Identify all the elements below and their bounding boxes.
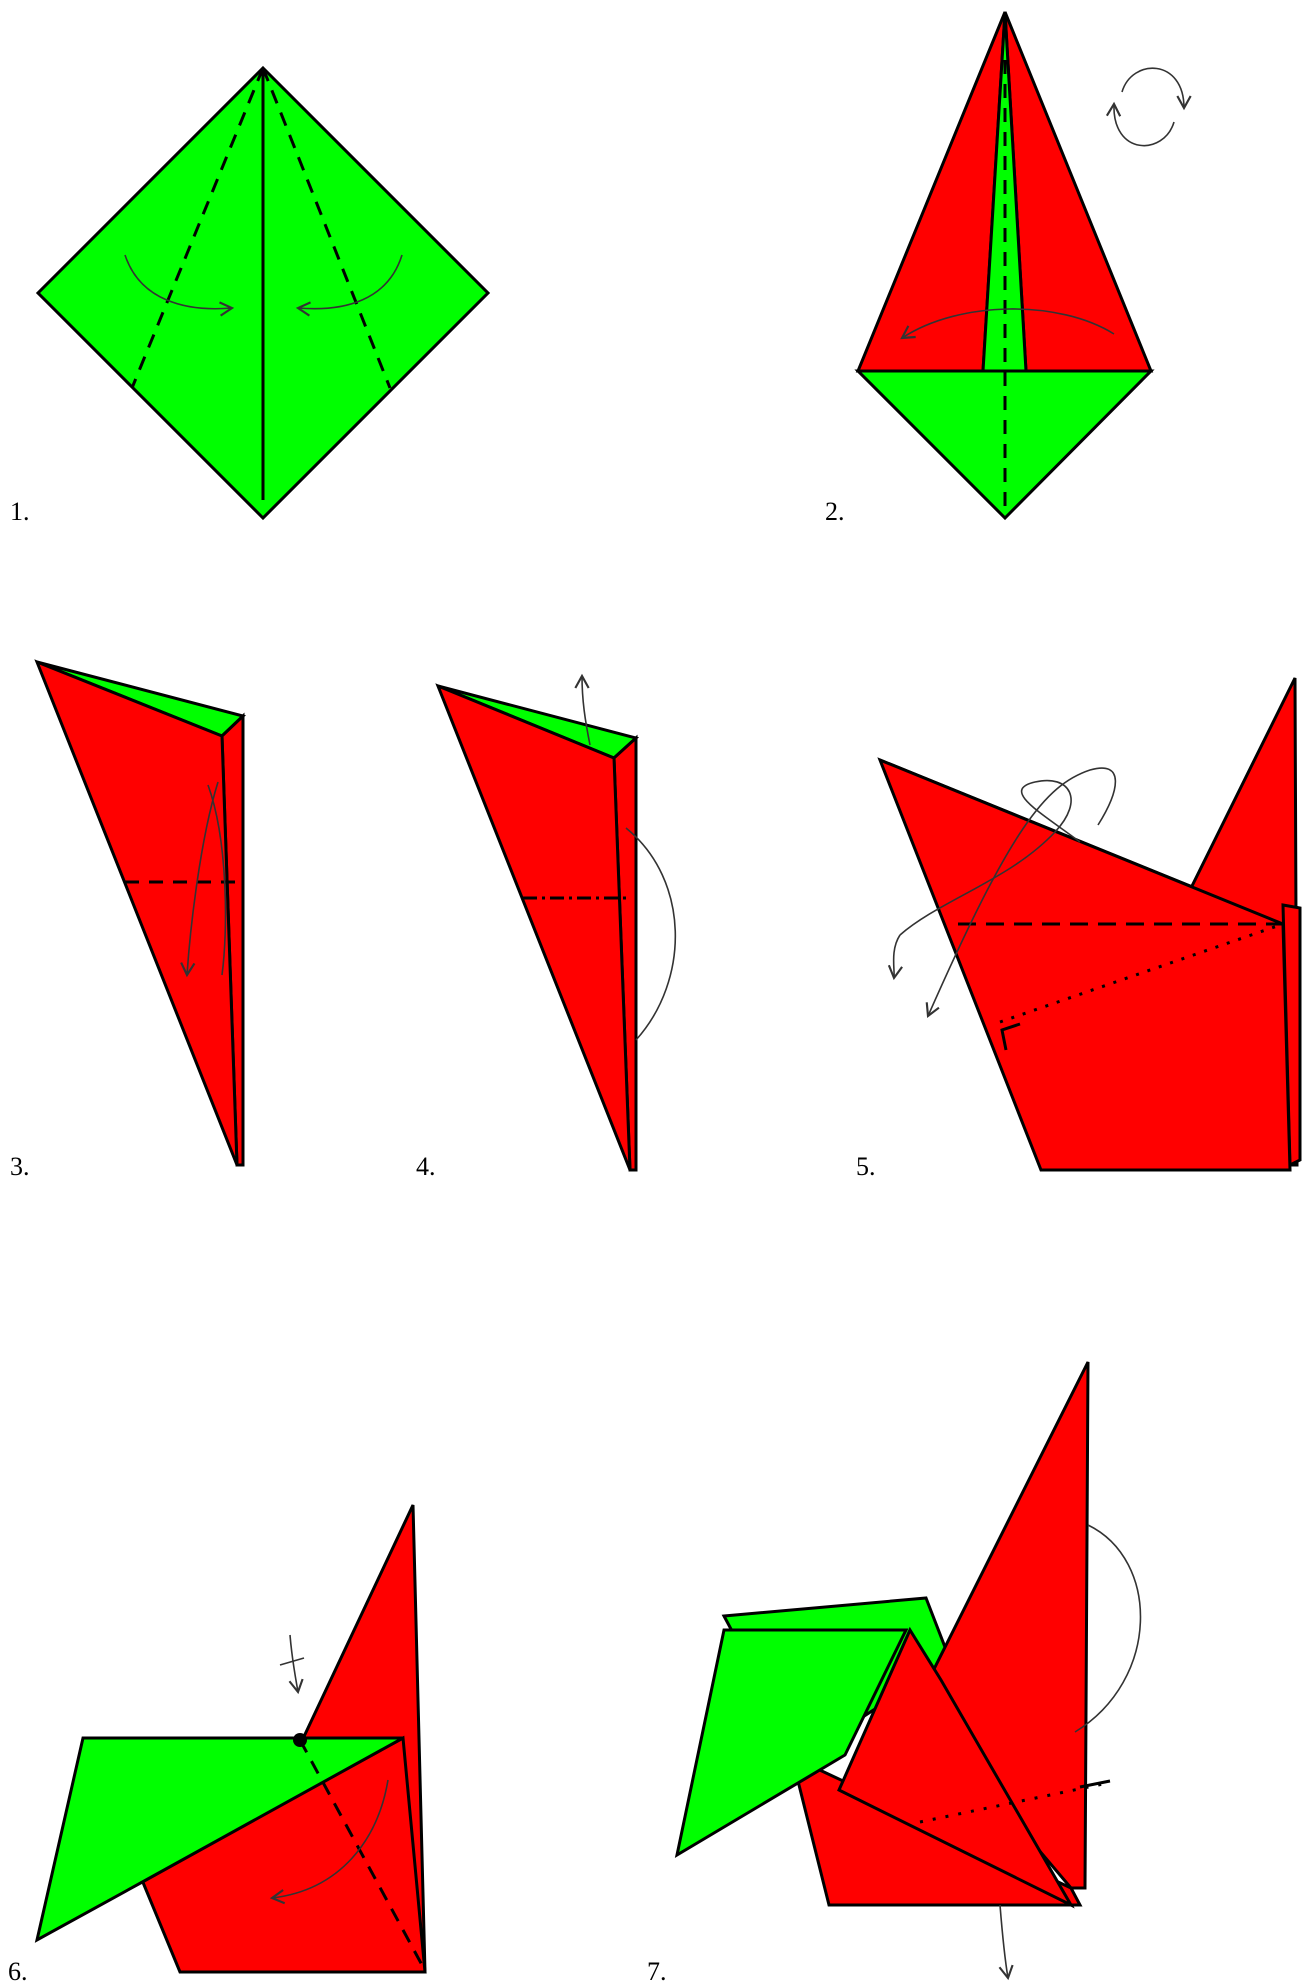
step-1-diagram: 1. <box>10 65 491 526</box>
step-label: 6. <box>8 1957 28 1984</box>
pull-down-arrow-icon <box>998 1904 1014 1981</box>
fold-guide-tick <box>1079 1779 1111 1789</box>
swing-down-arrow-icon <box>925 767 1117 1019</box>
valley-fold-line-left <box>130 67 265 389</box>
valley-fold-line <box>298 1739 424 1966</box>
step-5-diagram: 5. <box>856 677 1302 1181</box>
fold-arrow-right-icon <box>295 254 403 317</box>
turn-over-arrow-top-icon <box>1121 67 1192 111</box>
fold-arrow-left-icon <box>124 254 235 317</box>
reverse-fold-arrow-icon <box>899 779 1081 936</box>
paper-wing <box>674 1628 909 1859</box>
right-angle-mark <box>1000 1022 1021 1051</box>
step-label: 2. <box>825 497 845 526</box>
open-arrow-icon <box>887 934 903 981</box>
paper-right-flap <box>1003 11 1154 373</box>
pivot-point-icon <box>293 1733 307 1747</box>
pull-up-arrow-icon <box>574 673 591 746</box>
fold-down-arrow-icon <box>269 1779 389 1905</box>
step-label: 7. <box>647 1957 667 1984</box>
fold-return-arrow-icon <box>207 784 227 976</box>
paper-front-layer <box>34 659 239 1166</box>
reverse-fold-line <box>999 922 1284 1024</box>
paper-front-layer <box>877 757 1292 1172</box>
step-6-diagram: 6. <box>8 1504 427 1984</box>
step-label: 1. <box>10 497 30 526</box>
paper-front-layer <box>435 683 632 1171</box>
step-3-diagram: 3. <box>10 659 246 1181</box>
turn-over-arrow-bottom-icon <box>1105 101 1175 147</box>
fold-in-half-arrow-icon <box>900 308 1115 340</box>
step-2-diagram: 2. <box>825 11 1192 526</box>
valley-fold-line-right <box>261 67 392 389</box>
step-4-diagram: 4. <box>416 673 677 1181</box>
step-label: 3. <box>10 1152 30 1181</box>
fold-down-arrow-icon <box>180 781 219 978</box>
step-7-diagram: 7. <box>647 1361 1142 1984</box>
paper-front-layer <box>837 1626 1075 1909</box>
push-arrow-tick-icon <box>279 1657 305 1666</box>
fold-behind-arrow-icon <box>1074 1524 1142 1733</box>
step-label: 5. <box>856 1152 876 1181</box>
paper-left-flap <box>855 11 1007 373</box>
push-arrow-icon <box>288 1634 304 1695</box>
step-label: 4. <box>416 1152 436 1181</box>
fold-behind-arrow-icon <box>625 827 677 1041</box>
